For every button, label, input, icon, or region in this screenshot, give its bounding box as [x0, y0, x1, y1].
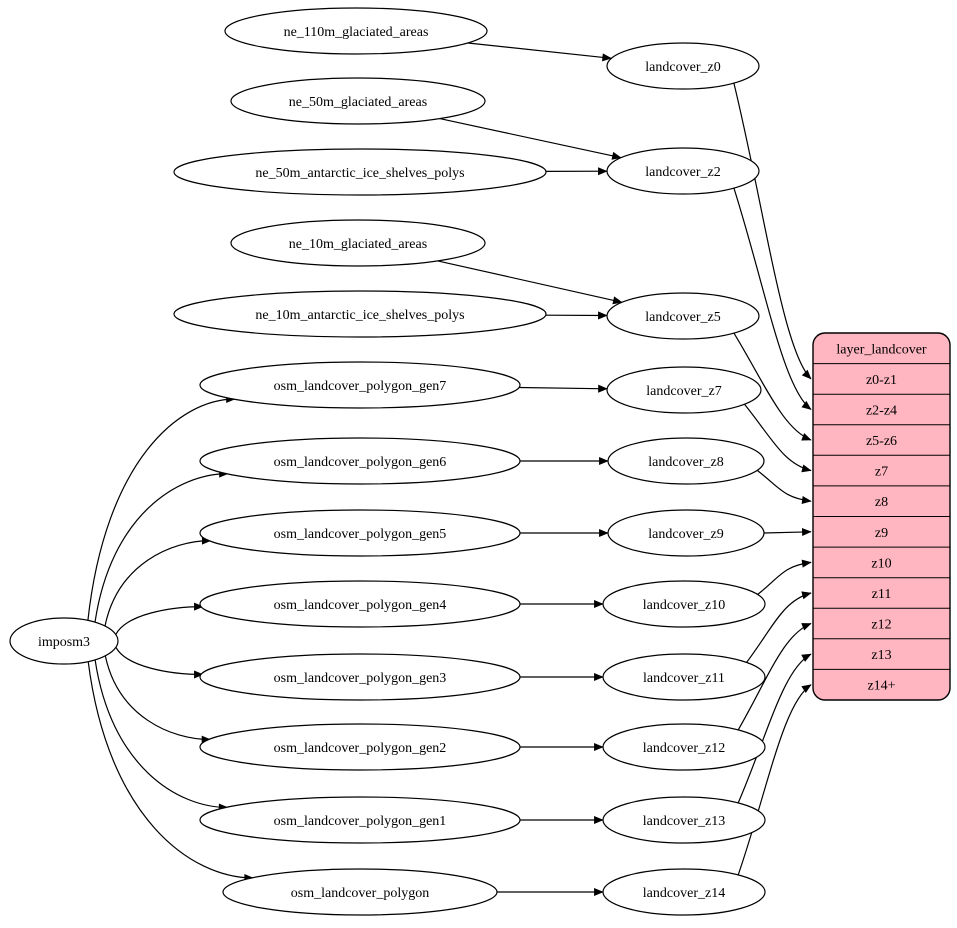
node-osm_landcover_polygon_gen1: osm_landcover_polygon_gen1	[200, 797, 520, 843]
node-label-ne_50m_antarctic_ice_shelves_polys: ne_50m_antarctic_ice_shelves_polys	[255, 166, 464, 181]
table-row-z12: z12	[871, 618, 891, 633]
node-osm_landcover_polygon_gen6: osm_landcover_polygon_gen6	[200, 438, 520, 484]
table-layer: layer_landcover z0-z1 z2-z4 z5-z6 z7 z8 z9 z10 z…	[813, 333, 950, 700]
node-ne_10m_antarctic_ice_shelves_polys: ne_10m_antarctic_ice_shelves_polys	[174, 291, 546, 337]
table-row-z8: z8	[875, 495, 888, 510]
node-label-imposm3: imposm3	[38, 635, 90, 650]
node-landcover_z0: landcover_z0	[607, 43, 759, 89]
node-landcover_z11: landcover_z11	[603, 654, 765, 700]
edge-osm_landcover_polygon_gen7-to-landcover_z7	[519, 388, 607, 389]
node-label-landcover_z10: landcover_z10	[643, 598, 725, 613]
table-title: layer_landcover	[836, 342, 927, 357]
node-landcover_z9: landcover_z9	[608, 510, 764, 556]
node-label-landcover_z14: landcover_z14	[643, 886, 725, 901]
node-landcover_z8: landcover_z8	[608, 438, 764, 484]
node-landcover_z12: landcover_z12	[603, 724, 765, 770]
node-ne_110m_glaciated_areas: ne_110m_glaciated_areas	[225, 8, 487, 54]
node-landcover_z14: landcover_z14	[603, 869, 765, 915]
edge-imposm3-to-osm_landcover_polygon	[88, 662, 253, 878]
node-label-landcover_z8: landcover_z8	[648, 455, 723, 470]
node-label-landcover_z5: landcover_z5	[645, 310, 720, 325]
node-osm_landcover_polygon_gen7: osm_landcover_polygon_gen7	[200, 362, 520, 408]
node-label-osm_landcover_polygon_gen1: osm_landcover_polygon_gen1	[274, 814, 447, 829]
edge-imposm3-to-osm_landcover_polygon_gen2	[105, 656, 210, 740]
node-label-osm_landcover_polygon: osm_landcover_polygon	[291, 886, 429, 901]
node-osm_landcover_polygon_gen3: osm_landcover_polygon_gen3	[200, 654, 520, 700]
node-landcover_z13: landcover_z13	[603, 797, 765, 843]
node-label-landcover_z11: landcover_z11	[643, 671, 725, 686]
table-row-z2-z4: z2-z4	[866, 404, 897, 419]
node-label-ne_10m_antarctic_ice_shelves_polys: ne_10m_antarctic_ice_shelves_polys	[255, 308, 464, 323]
node-landcover_z5: landcover_z5	[607, 293, 759, 339]
node-osm_landcover_polygon_gen5: osm_landcover_polygon_gen5	[200, 510, 520, 556]
edge-imposm3-to-osm_landcover_polygon_gen7	[88, 399, 235, 620]
table-row-z5-z6: z5-z6	[866, 434, 897, 449]
node-label-landcover_z2: landcover_z2	[645, 165, 720, 180]
node-osm_landcover_polygon_gen4: osm_landcover_polygon_gen4	[200, 581, 520, 627]
table-row-z0-z1: z0-z1	[866, 373, 897, 388]
node-label-osm_landcover_polygon_gen5: osm_landcover_polygon_gen5	[274, 527, 447, 542]
table-row-z9: z9	[875, 526, 888, 541]
edge-landcover_z10-to-row-6	[758, 562, 811, 594]
edge-imposm3-to-osm_landcover_polygon_gen3	[116, 647, 203, 674]
node-label-ne_50m_glaciated_areas: ne_50m_glaciated_areas	[289, 95, 427, 110]
node-label-ne_110m_glaciated_areas: ne_110m_glaciated_areas	[284, 25, 429, 40]
node-label-osm_landcover_polygon_gen2: osm_landcover_polygon_gen2	[274, 741, 447, 756]
node-ne_10m_glaciated_areas: ne_10m_glaciated_areas	[231, 220, 485, 266]
node-label-landcover_z13: landcover_z13	[643, 814, 725, 829]
edge-imposm3-to-osm_landcover_polygon_gen4	[116, 607, 203, 635]
node-osm_landcover_polygon: osm_landcover_polygon	[223, 869, 497, 915]
node-label-landcover_z0: landcover_z0	[645, 60, 720, 75]
node-imposm3: imposm3	[10, 618, 118, 664]
edge-imposm3-to-osm_landcover_polygon_gen5	[105, 541, 211, 626]
table-row-z10: z10	[871, 556, 891, 571]
node-label-landcover_z7: landcover_z7	[646, 384, 721, 399]
table-row-z7: z7	[875, 465, 888, 480]
edge-ne_50m_glaciated_areas-to-landcover_z2	[440, 119, 621, 158]
node-landcover_z7: landcover_z7	[607, 367, 761, 413]
node-label-osm_landcover_polygon_gen4: osm_landcover_polygon_gen4	[274, 598, 447, 613]
edge-landcover_z9-to-row-5	[764, 532, 811, 533]
edge-landcover_z8-to-row-4	[757, 470, 811, 501]
node-label-landcover_z12: landcover_z12	[643, 741, 725, 756]
table-row-z11: z11	[872, 587, 892, 602]
node-label-osm_landcover_polygon_gen7: osm_landcover_polygon_gen7	[274, 379, 447, 394]
edge-landcover_z0-to-row-0	[734, 83, 811, 379]
node-landcover_z10: landcover_z10	[603, 581, 765, 627]
node-osm_landcover_polygon_gen2: osm_landcover_polygon_gen2	[200, 724, 520, 770]
node-landcover_z2: landcover_z2	[607, 148, 759, 194]
nodes-layer: imposm3 ne_110m_glaciated_areas ne_50m_gla…	[10, 8, 765, 915]
node-label-osm_landcover_polygon_gen3: osm_landcover_polygon_gen3	[274, 671, 447, 686]
node-ne_50m_antarctic_ice_shelves_polys: ne_50m_antarctic_ice_shelves_polys	[174, 149, 546, 195]
node-ne_50m_glaciated_areas: ne_50m_glaciated_areas	[231, 78, 485, 124]
node-label-osm_landcover_polygon_gen6: osm_landcover_polygon_gen6	[274, 455, 447, 470]
edge-landcover_z14-to-row-10	[738, 685, 811, 875]
edge-ne_110m_glaciated_areas-to-landcover_z0	[468, 43, 611, 58]
table-row-z13: z13	[871, 648, 891, 663]
table-row-z14+: z14+	[867, 679, 895, 694]
node-label-landcover_z9: landcover_z9	[648, 527, 723, 542]
node-label-ne_10m_glaciated_areas: ne_10m_glaciated_areas	[289, 237, 427, 252]
